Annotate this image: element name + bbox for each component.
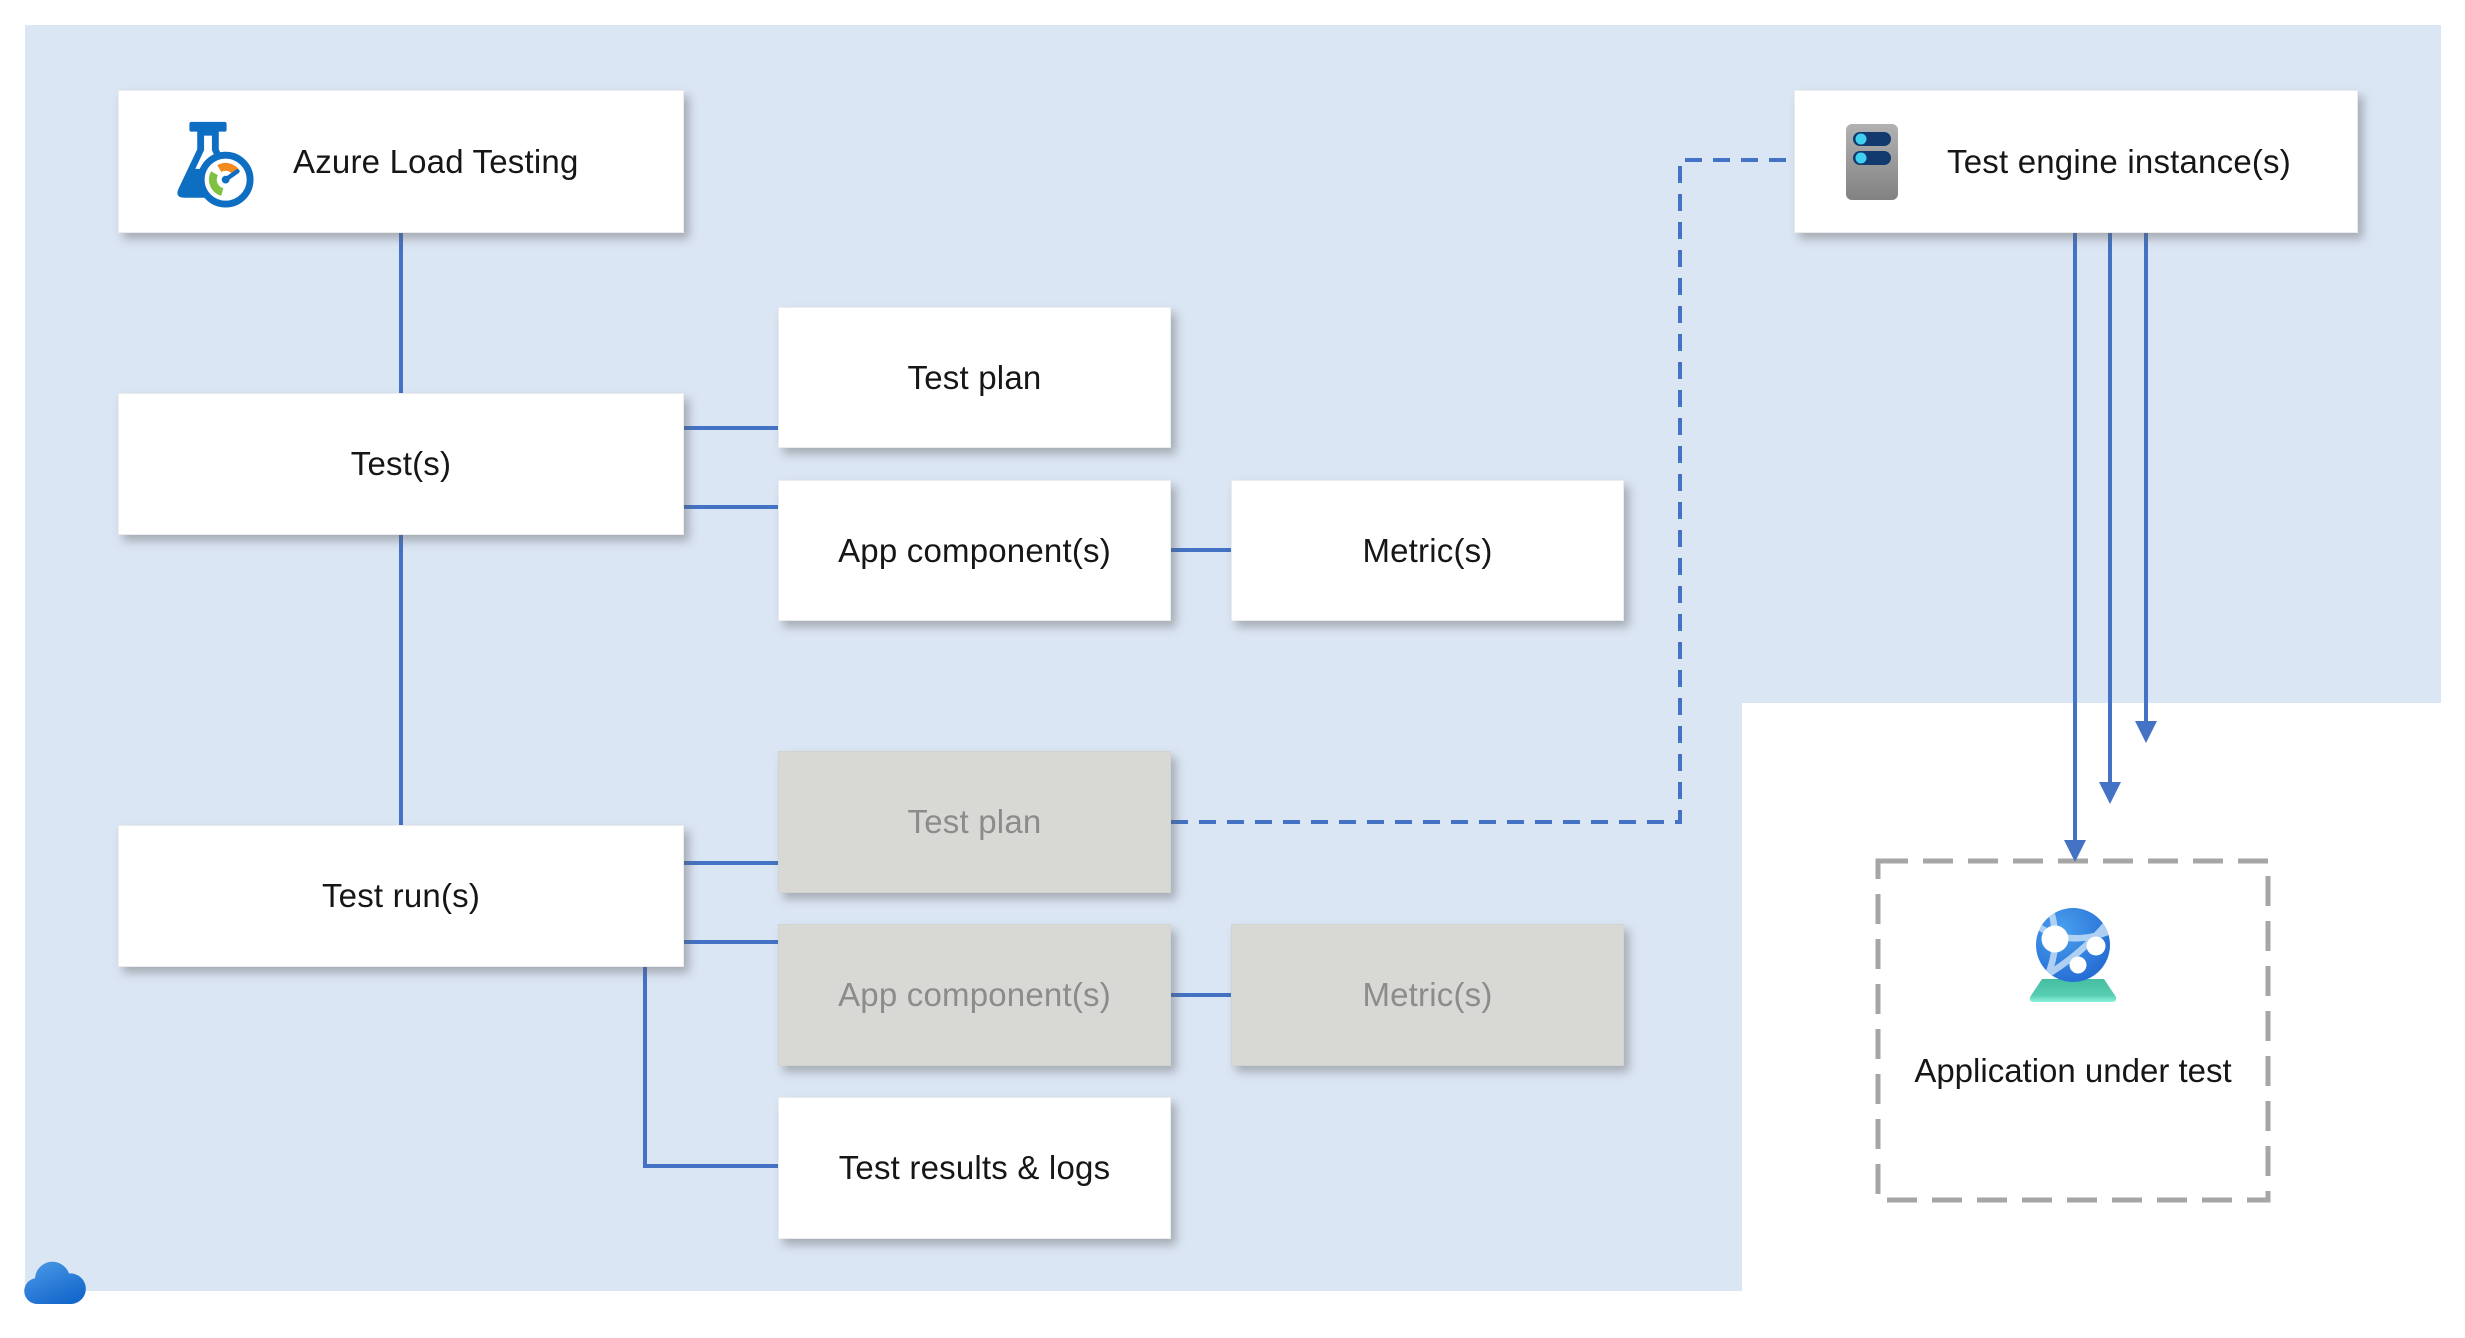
node-azure-load-testing: Azure Load Testing [118, 90, 684, 233]
external-environment-area [1742, 703, 2465, 1338]
node-label: App component(s) [838, 976, 1111, 1013]
node-label: Metric(s) [1362, 531, 1493, 569]
node-label: Test plan [907, 803, 1042, 840]
node-label: Test(s) [350, 445, 452, 482]
node-run-test-plan: Test plan [778, 751, 1171, 893]
node-run-metrics: Metric(s) [1231, 924, 1624, 1066]
node-run-app-components: App component(s) [778, 924, 1171, 1066]
node-label: App component(s) [838, 531, 1111, 569]
node-test-results-logs: Test results & logs [778, 1097, 1171, 1239]
node-label: Test plan [907, 358, 1042, 396]
server-icon [1845, 123, 1899, 201]
node-test-plan: Test plan [778, 307, 1171, 448]
node-label: Test results & logs [838, 1149, 1111, 1186]
web-app-globe-icon [2016, 905, 2130, 1010]
node-tests: Test(s) [118, 393, 684, 535]
application-under-test-label: Application under test [1914, 1052, 2232, 1089]
node-test-engine-instances: Test engine instance(s) [1794, 90, 2358, 233]
node-metrics: Metric(s) [1231, 480, 1624, 621]
azure-cloud-icon [20, 1257, 90, 1312]
node-label: Test run(s) [321, 877, 481, 914]
node-label: Metric(s) [1362, 976, 1493, 1013]
node-test-runs: Test run(s) [118, 825, 684, 967]
node-label: Test engine instance(s) [1947, 142, 2291, 180]
load-testing-flask-gauge-icon [161, 115, 255, 209]
node-label: Azure Load Testing [293, 142, 579, 180]
node-app-components: App component(s) [778, 480, 1171, 621]
